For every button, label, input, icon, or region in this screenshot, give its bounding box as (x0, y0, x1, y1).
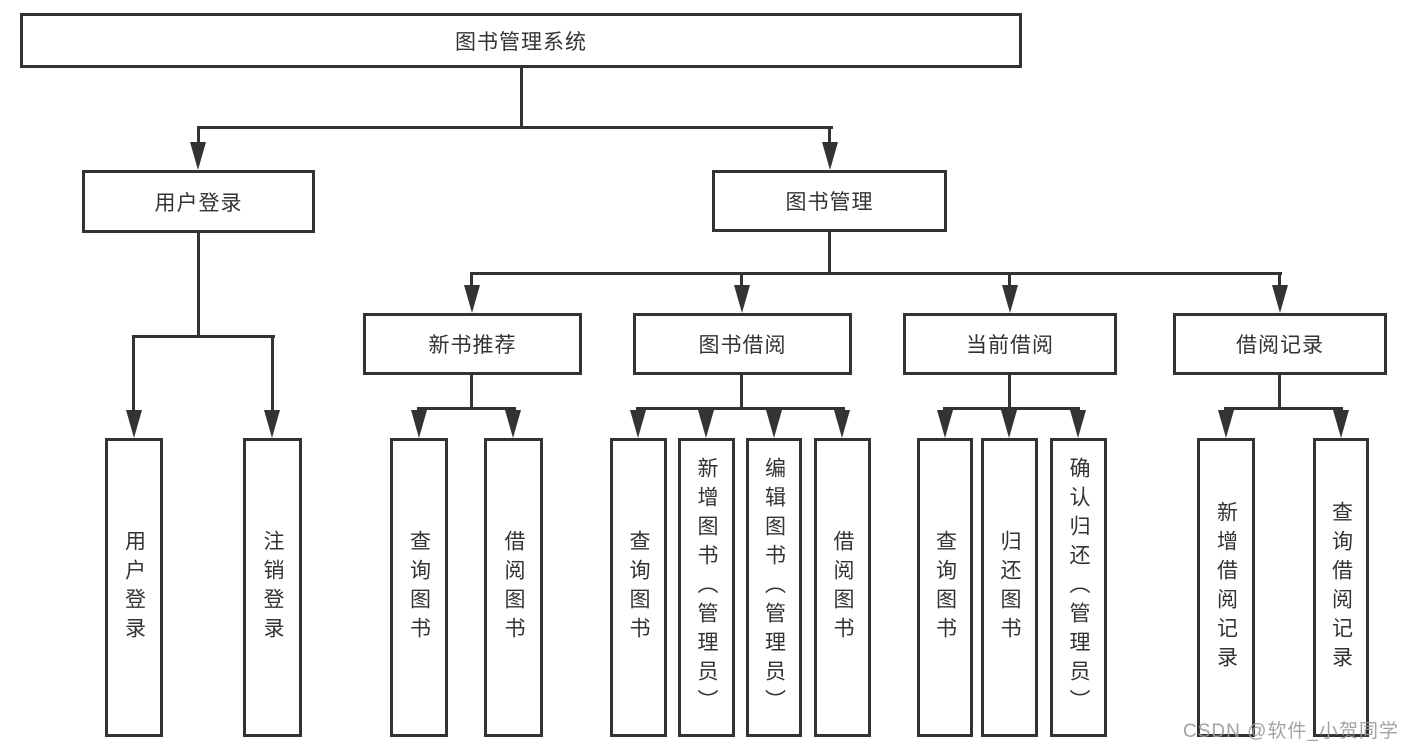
connector-line (740, 375, 743, 409)
arrow-down-icon (1218, 410, 1234, 438)
leaf-label: 查询图书 (407, 529, 431, 646)
connector-line (470, 375, 473, 409)
leaf-add-books-admin: 新增图书（管理员） (678, 438, 735, 737)
leaf-edit-books-admin: 编辑图书（管理员） (746, 438, 802, 737)
leaf-label: 借阅图书 (502, 529, 525, 646)
connector-line (636, 407, 845, 410)
node-label: 图书借阅 (698, 334, 787, 357)
arrow-down-icon (834, 410, 850, 438)
node-label: 借阅记录 (1236, 334, 1324, 357)
connector-line (1008, 375, 1011, 409)
leaf-label: 查询图书 (627, 529, 650, 646)
connector-line (1224, 407, 1343, 410)
leaf-borrow-books: 借阅图书 (814, 438, 871, 737)
leaf-label: 新增借阅记录 (1214, 500, 1238, 675)
connector-line (197, 233, 200, 337)
node-label: 用户登录 (154, 191, 243, 215)
leaf-logout: 注销登录 (243, 438, 302, 737)
connector-line (1278, 375, 1281, 409)
connector-line (132, 335, 275, 338)
connector-line (943, 407, 1080, 410)
node-label: 图书管理系统 (455, 30, 587, 54)
connector-line (417, 407, 516, 410)
leaf-borrow-books-newbook: 借阅图书 (484, 438, 543, 737)
arrow-down-icon (766, 410, 782, 438)
connector-line (197, 126, 833, 129)
node-label: 当前借阅 (966, 334, 1054, 357)
arrow-down-icon (411, 410, 427, 438)
arrow-down-icon (1070, 410, 1086, 438)
leaf-return-books: 归还图书 (981, 438, 1038, 737)
arrow-down-icon (1272, 285, 1288, 313)
leaf-label: 查询借阅记录 (1329, 500, 1353, 675)
leaf-label: 用户登录 (122, 529, 146, 646)
connector-line (132, 335, 135, 413)
arrow-down-icon (1002, 285, 1018, 313)
leaf-user-login: 用户登录 (105, 438, 163, 737)
leaf-label: 注销登录 (261, 529, 284, 646)
node-book-management: 图书管理 (712, 170, 947, 232)
arrow-down-icon (698, 410, 714, 438)
arrow-down-icon (1333, 410, 1349, 438)
arrow-down-icon (190, 142, 206, 170)
node-borrow-records: 借阅记录 (1173, 313, 1387, 375)
leaf-label: 查询图书 (933, 529, 957, 646)
leaf-label: 新增图书（管理员） (695, 457, 718, 718)
connector-line (197, 126, 200, 148)
node-label: 新书推荐 (428, 334, 517, 357)
arrow-down-icon (1001, 410, 1017, 438)
connector-line (271, 335, 274, 413)
node-library-management-system: 图书管理系统 (20, 13, 1022, 68)
arrow-down-icon (464, 285, 480, 313)
node-current-borrow: 当前借阅 (903, 313, 1117, 375)
leaf-confirm-return-admin: 确认归还（管理员） (1050, 438, 1107, 737)
leaf-query-books-newbook: 查询图书 (390, 438, 448, 737)
connector-line (520, 68, 523, 128)
connector-line (470, 272, 1282, 275)
node-user-login: 用户登录 (82, 170, 315, 233)
leaf-query-borrow-record: 查询借阅记录 (1313, 438, 1369, 737)
leaf-label: 借阅图书 (831, 529, 854, 646)
arrow-down-icon (264, 410, 280, 438)
connector-line (828, 126, 831, 148)
leaf-label: 编辑图书（管理员） (762, 457, 786, 718)
node-book-borrow: 图书借阅 (633, 313, 852, 375)
arrow-down-icon (126, 410, 142, 438)
leaf-label: 确认归还（管理员） (1067, 457, 1090, 718)
arrow-down-icon (822, 142, 838, 170)
connector-line (828, 232, 831, 275)
arrow-down-icon (630, 410, 646, 438)
node-label: 图书管理 (785, 191, 874, 214)
arrow-down-icon (734, 285, 750, 313)
connector-line (740, 272, 743, 289)
leaf-add-borrow-record: 新增借阅记录 (1197, 438, 1255, 737)
connector-line (1278, 272, 1281, 289)
node-new-book-recommend: 新书推荐 (363, 313, 582, 375)
leaf-query-books-current: 查询图书 (917, 438, 973, 737)
connector-line (470, 272, 473, 289)
leaf-label: 归还图书 (998, 529, 1021, 646)
watermark: CSDN @软件_小贺同学 (1183, 721, 1399, 742)
arrow-down-icon (937, 410, 953, 438)
connector-line (1008, 272, 1011, 289)
arrow-down-icon (505, 410, 521, 438)
leaf-query-books-borrow: 查询图书 (610, 438, 667, 737)
